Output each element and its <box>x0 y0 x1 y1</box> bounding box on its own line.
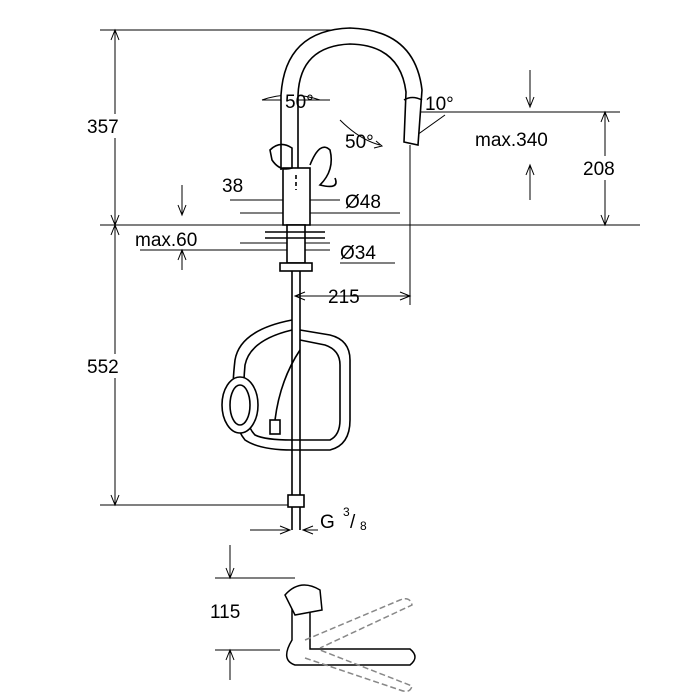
label-552: 552 <box>87 357 119 378</box>
label-thread-den: 8 <box>360 519 367 533</box>
label-max-thickness: max.60 <box>135 230 197 251</box>
label-base-width: 38 <box>222 176 243 197</box>
faucet-top-view <box>284 584 416 693</box>
label-angle-side: 50° <box>345 132 374 153</box>
label-208: 208 <box>583 159 615 180</box>
label-thread-num: 3 <box>343 505 350 519</box>
label-357: 357 <box>87 117 119 138</box>
faucet-side-view <box>221 27 423 530</box>
label-thread: G <box>320 512 335 533</box>
dimension-lines <box>100 28 640 680</box>
label-angle-top: 50° <box>285 92 314 113</box>
label-hole-diameter: Ø34 <box>340 243 376 264</box>
label-spout-reach: 215 <box>328 287 360 308</box>
dimension-labels: 357 552 208 50° 50° 10° max.340 38 Ø48 m… <box>85 92 630 623</box>
thread-slash: / <box>350 512 356 533</box>
label-base-diameter: Ø48 <box>345 192 381 213</box>
label-spout-angle: 10° <box>425 94 454 115</box>
label-max-reach: max.340 <box>475 130 548 151</box>
label-115: 115 <box>210 602 240 623</box>
